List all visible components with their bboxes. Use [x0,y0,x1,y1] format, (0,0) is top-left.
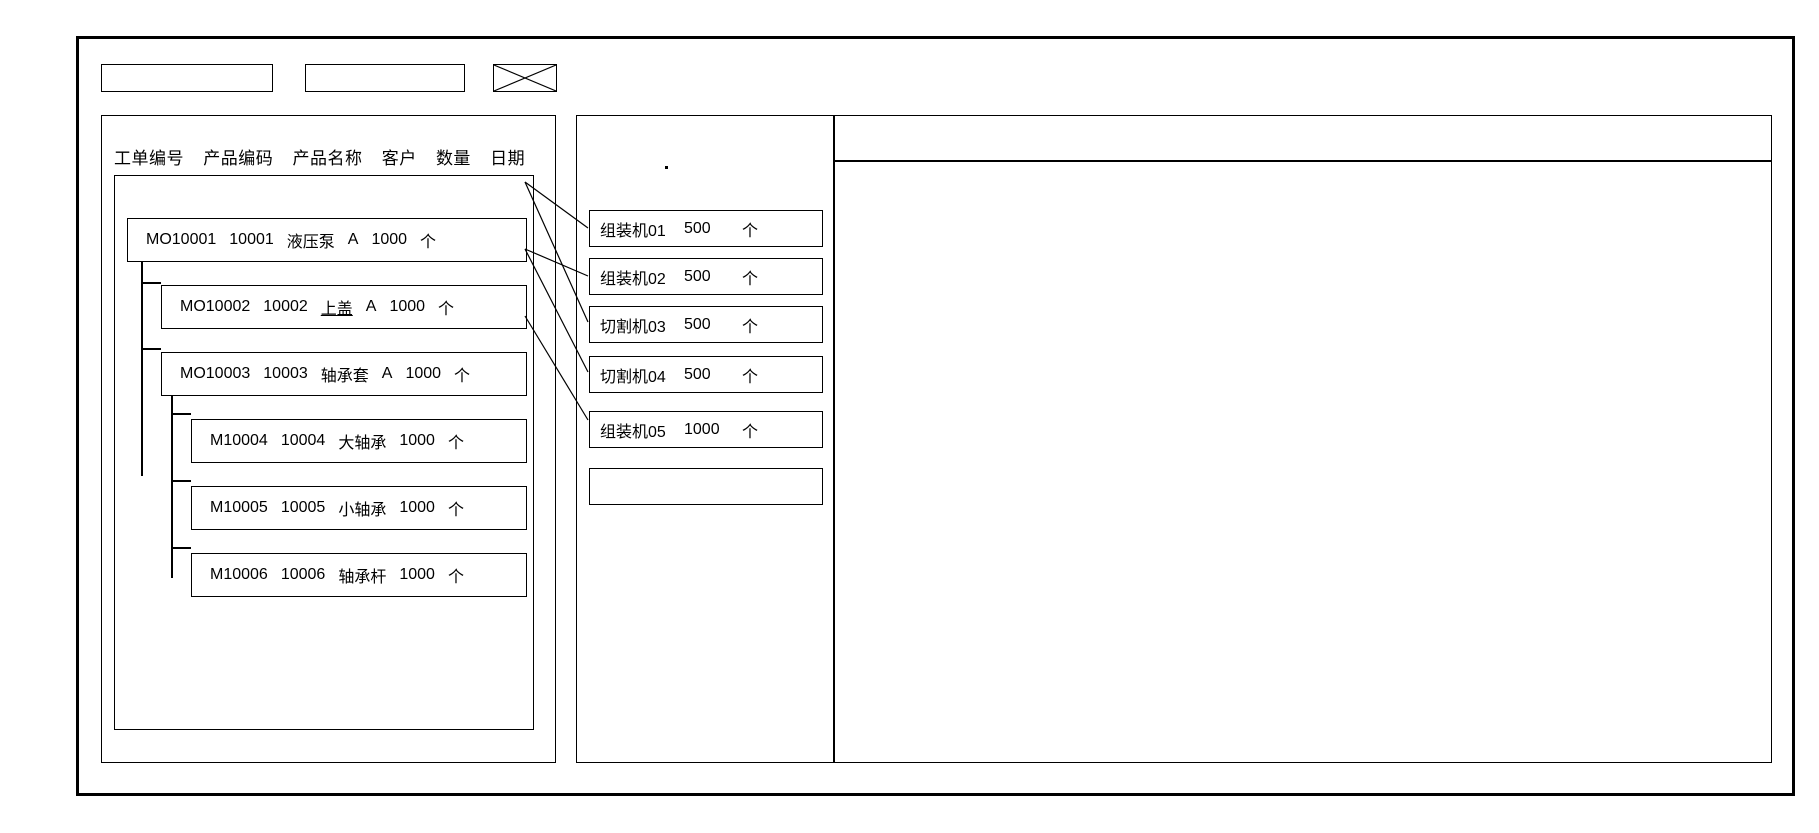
dot-marker [665,166,668,169]
cell-quantity: 1000 [405,365,442,382]
cell-product-code: 10001 [229,231,274,248]
toolbar-field-2[interactable] [305,64,465,92]
machine-name: 切割机04 [600,368,666,386]
crossed-box-image-placeholder-icon[interactable] [493,64,557,92]
machine-quantity: 500 [684,315,711,333]
toolbar-field-1[interactable] [101,64,273,92]
cell-product-code: 10002 [263,298,308,315]
cell-unit: 个 [447,435,464,452]
work-order-tree-list: MO10001 10001 液压泵 A 1000 个 MO10002 10002… [114,175,534,730]
cell-quantity: 1000 [389,298,426,315]
cell-product-code: 10004 [280,432,326,449]
machine-quantity: 500 [684,365,711,383]
tree-connector [171,547,191,549]
cell-customer: A [365,298,377,315]
cell-product-name: 上盖 [320,301,353,318]
machine-name: 组装机02 [600,270,666,288]
cell-product-code: 10003 [263,365,308,382]
cell-quantity: 1000 [399,499,435,516]
machine-quantity: 500 [684,219,711,237]
cell-quantity: 1000 [399,566,435,583]
cell-quantity: 1000 [399,432,435,449]
machine-unit: 个 [742,318,759,336]
machine-name: 组装机01 [600,222,666,240]
machine-allocation-panel: 组装机01 500 个 组装机02 500 个 切割机03 500 个 切割机0… [576,115,834,763]
tree-connector [171,413,191,415]
work-order-column-headers: 工单编号 产品编码 产品名称 客户 数量 日期 [114,144,539,169]
tree-connector [171,370,173,578]
machine-unit: 个 [742,368,759,386]
cell-unit: 个 [454,368,471,385]
column-header-quantity: 数量 [435,149,471,168]
table-row[interactable]: MO10001 10001 液压泵 A 1000 个 [127,218,527,262]
work-order-panel: 工单编号 产品编码 产品名称 客户 数量 日期 MO10001 10001 液压… [101,115,556,763]
table-row[interactable]: M10004 10004 大轴承 1000 个 [191,419,527,463]
list-item[interactable]: 组装机05 1000 个 [589,411,823,448]
tree-connector [141,282,161,284]
cell-product-code: 10005 [280,499,326,516]
column-header-product-name: 产品名称 [292,149,363,168]
cell-product-name: 液压泵 [286,234,335,251]
cell-unit: 个 [447,569,464,586]
cell-product-name: 轴承套 [320,368,369,385]
cell-customer: A [381,365,393,382]
column-header-order-no: 工单编号 [114,149,184,168]
list-item[interactable]: 切割机04 500 个 [589,356,823,393]
machine-unit: 个 [742,423,759,441]
column-header-date: 日期 [490,149,526,168]
machine-unit: 个 [742,222,759,240]
machine-name: 切割机03 [600,318,666,336]
cell-product-name: 小轴承 [338,502,387,519]
tree-connector [171,480,191,482]
machine-name: 组装机05 [600,423,666,441]
crossed-box-icon-svg [494,65,556,91]
table-row[interactable]: MO10003 10003 轴承套 A 1000 个 [161,352,527,396]
column-header-product-code: 产品编码 [203,149,274,168]
machine-quantity: 1000 [684,420,720,438]
cell-customer: A [347,231,359,248]
cell-order-no: MO10002 [180,298,251,315]
machine-quantity: 500 [684,267,711,285]
cell-unit: 个 [438,301,455,318]
cell-order-no: MO10003 [180,365,251,382]
cell-product-name: 轴承杆 [338,569,387,586]
cell-order-no: M10004 [210,432,268,449]
cell-product-name: 大轴承 [338,435,387,452]
table-row[interactable]: M10005 10005 小轴承 1000 个 [191,486,527,530]
column-header-customer: 客户 [381,149,417,168]
tree-connector [141,348,161,350]
list-item[interactable]: 组装机01 500 个 [589,210,823,247]
tree-connector [141,262,143,476]
table-row[interactable]: M10006 10006 轴承杆 1000 个 [191,553,527,597]
application-window: 工单编号 产品编码 产品名称 客户 数量 日期 MO10001 10001 液压… [76,36,1795,796]
list-item[interactable]: 切割机03 500 个 [589,306,823,343]
cell-quantity: 1000 [371,231,408,248]
cell-order-no: M10006 [210,566,268,583]
cell-product-code: 10006 [280,566,326,583]
machine-unit: 个 [742,270,759,288]
cell-order-no: M10005 [210,499,268,516]
table-row[interactable]: MO10002 10002 上盖 A 1000 个 [161,285,527,329]
cell-order-no: MO10001 [146,231,217,248]
list-item[interactable]: 组装机02 500 个 [589,258,823,295]
cell-unit: 个 [447,502,464,519]
list-item-empty[interactable] [589,468,823,505]
cell-unit: 个 [420,234,437,251]
detail-panel [834,115,1772,763]
detail-panel-divider [835,160,1771,162]
